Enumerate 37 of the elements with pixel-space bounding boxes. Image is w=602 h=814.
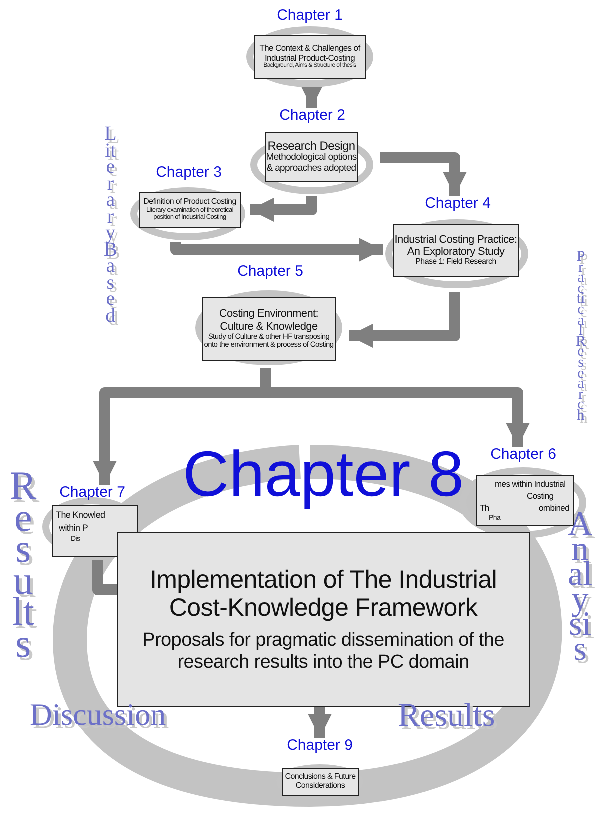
box-text: mes within Industrial <box>495 480 566 490</box>
box-title: Costing Environment: Culture & Knowledge <box>218 308 319 333</box>
flow-arrow <box>380 152 467 196</box>
flow-arrow <box>92 560 117 596</box>
box-subtitle: Proposals for pragmatic dissemination of the research results into the PC domain <box>142 630 506 673</box>
vertical-label: Practical Research <box>576 252 586 422</box>
flow-arrow <box>349 292 460 348</box>
box-text: within P <box>59 523 88 534</box>
chapter-heading: Chapter 1 <box>277 8 343 23</box>
section-label: Discussion <box>30 697 166 733</box>
flow-arrow <box>300 84 324 108</box>
box-subtitle: Methodological options & approaches adopted <box>266 153 357 174</box>
flow-arrow <box>250 196 318 222</box>
box-text: Costing <box>527 492 554 502</box>
chapter-heading: Chapter 5 <box>238 264 304 279</box>
box-title: Industrial Costing Practice: An Exploratory Study <box>394 234 518 258</box>
chapter-heading: Chapter 3 <box>156 165 222 180</box>
box-text: ombined <box>539 504 570 513</box>
box-title: Conclusions & Future Considerations <box>284 773 357 791</box>
box-title: Research Design <box>268 140 356 153</box>
vertical-label: Results <box>10 470 37 659</box>
chapter-heading: Chapter 6 <box>490 447 556 462</box>
flow-arrow <box>308 707 332 738</box>
box-text: Th <box>480 504 490 514</box>
section-label: Results <box>398 698 496 735</box>
chapter-heading: Chapter 9 <box>287 738 353 753</box>
vertical-label: Literary Based <box>104 126 118 324</box>
box-title: Definition of Product Costing <box>144 198 236 207</box>
chapter-heading: Chapter 2 <box>280 108 346 123</box>
vertical-label: Analysis <box>568 512 593 662</box>
box-title: Implementation of The Industrial Cost-Knowledge Framework <box>148 566 498 622</box>
chapter-heading: Chapter 7 <box>60 485 126 500</box>
box-title: The Context & Challenges of Industrial Product-Costing <box>258 44 362 63</box>
box-subtitle: Phase 1: Field Research <box>416 258 496 268</box>
chapter-heading: Chapter 4 <box>425 196 491 211</box>
box-text: The Knowled <box>56 510 106 520</box>
flow-arrow <box>170 238 383 262</box>
